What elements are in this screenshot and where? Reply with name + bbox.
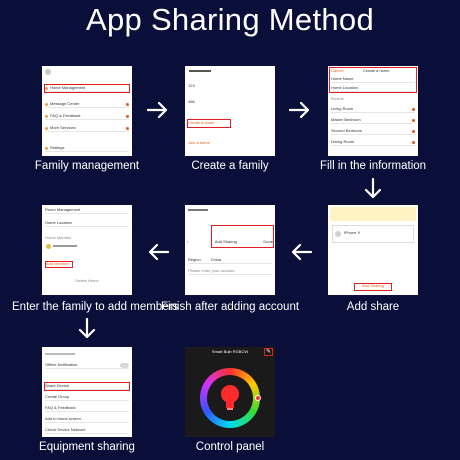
home-icon <box>45 86 48 90</box>
offline-notification-item[interactable]: Offline Notification <box>45 362 129 369</box>
check-icon <box>412 129 415 133</box>
toggle-switch[interactable] <box>120 362 129 368</box>
page-title: App Sharing Method <box>85 2 375 37</box>
caption-add-share: Add share <box>346 301 400 313</box>
menu-item-faq[interactable]: FAQ & Feedback <box>45 113 129 120</box>
highlight-box <box>211 225 274 248</box>
edit-icon[interactable]: ✎ <box>266 349 272 355</box>
check-icon <box>412 107 415 111</box>
caption-add-members: Enter the family to add members <box>12 301 179 313</box>
menu-item-more-services[interactable]: More Services <box>45 125 129 132</box>
menu-item-message-center[interactable]: Message Center <box>45 101 129 108</box>
add-home-screen-item[interactable]: Add to home screen <box>45 416 129 423</box>
add-member-button[interactable]: Add Member <box>46 261 69 266</box>
create-group-item[interactable]: Create Group <box>45 394 129 401</box>
room-management-item[interactable]: Room Management <box>45 207 129 214</box>
shared-device-card: iPhone X <box>332 225 414 243</box>
screenshot-add-members: Room Management Home Location Home Membe… <box>42 205 132 295</box>
faq-item[interactable]: FAQ & Feedback <box>45 405 129 412</box>
services-icon <box>45 126 48 130</box>
highlight-box <box>187 119 231 128</box>
message-icon <box>45 102 48 106</box>
home-location-field[interactable]: Home Location <box>331 85 415 92</box>
room-item[interactable]: Master Bedroom <box>331 117 415 124</box>
color-picker-handle[interactable] <box>255 395 261 401</box>
share-device-item[interactable]: Share Device <box>45 383 129 390</box>
caption-family-management: Family management <box>34 160 140 172</box>
highlight-box <box>44 84 130 93</box>
screenshot-family-management: Home Management Message Center FAQ & Fee… <box>42 66 132 156</box>
section-label <box>45 353 75 355</box>
avatar <box>45 69 51 75</box>
arrow-right-icon <box>289 101 311 119</box>
arrow-left-icon <box>290 243 312 261</box>
caption-equipment-sharing: Equipment sharing <box>39 441 135 453</box>
caption-fill-information: Fill in the information <box>319 160 427 172</box>
room-item[interactable]: Second Bedroom <box>331 128 415 135</box>
join-home-button[interactable]: Join a home <box>188 140 210 146</box>
header-text <box>189 70 211 72</box>
arrow-down-icon <box>364 178 382 200</box>
back-icon[interactable]: ‹ <box>187 238 189 244</box>
status-bar <box>188 209 208 211</box>
check-icon <box>412 118 415 122</box>
delete-home-button[interactable]: Delete Home <box>75 278 99 283</box>
check-network-item[interactable]: Check Device Network <box>45 427 129 434</box>
menu-item-settings[interactable]: Settings <box>45 145 129 152</box>
home-member-section: Home Member <box>45 235 72 241</box>
highlight-box <box>45 261 73 268</box>
home-item[interactable]: 123 <box>188 83 195 89</box>
menu-item-home-management[interactable]: Home Management <box>45 85 129 92</box>
form-header: Cancel Create a home <box>331 68 415 74</box>
home-name-field[interactable]: Home Name <box>331 76 415 83</box>
highlight-box <box>354 283 392 291</box>
caption-finish-account: Finish after adding account <box>160 301 300 313</box>
home-location-item[interactable]: Home Location <box>45 220 129 227</box>
screenshot-equipment-sharing: Offline Notification Share Device Create… <box>42 347 132 437</box>
highlight-box <box>264 348 273 356</box>
lightbulb-icon[interactable] <box>218 383 242 413</box>
form-title: Add Sharing <box>214 238 237 244</box>
arrow-right-icon <box>147 101 169 119</box>
screenshot-control-panel: Smart Bulb RGBCW ✎ <box>185 347 275 437</box>
highlight-box <box>44 382 130 391</box>
account-input[interactable]: Please enter your account <box>188 268 272 275</box>
screenshot-fill-information: Cancel Create a home Home Name Home Loca… <box>328 66 418 156</box>
check-icon <box>412 140 415 144</box>
room-item[interactable]: Living Room <box>331 106 415 113</box>
add-sharing-button[interactable]: Add Sharing <box>361 283 384 288</box>
home-item[interactable]: 456 <box>188 99 195 105</box>
form-title: Create a home <box>362 67 390 73</box>
room-item[interactable]: Dining Room <box>331 139 415 146</box>
notification-dot <box>126 102 129 106</box>
member-name <box>53 245 77 247</box>
info-banner <box>330 207 416 221</box>
done-button[interactable]: Done <box>263 238 273 244</box>
help-icon <box>45 114 48 118</box>
notification-dot <box>126 126 129 130</box>
form-header: ‹ Add Sharing Done <box>187 238 273 246</box>
arrow-left-icon <box>147 243 169 261</box>
screenshot-create-family: 123 456 Create a home Join a home <box>185 66 275 156</box>
screenshot-add-share: iPhone X Add Sharing <box>328 205 418 295</box>
create-home-button[interactable]: Create a home <box>188 120 215 126</box>
device-icon <box>335 231 341 237</box>
caption-create-family: Create a family <box>191 160 269 172</box>
device-name: iPhone X <box>344 230 361 235</box>
cancel-button[interactable]: Cancel <box>331 67 344 73</box>
notification-dot <box>126 114 129 118</box>
rooms-section-label: Rooms <box>331 96 344 102</box>
avatar <box>46 244 51 249</box>
gear-icon <box>45 146 48 150</box>
device-title: Smart Bulb RGBCW <box>211 349 249 354</box>
caption-control-panel: Control panel <box>195 441 265 453</box>
color-wheel[interactable] <box>200 368 261 428</box>
arrow-down-icon <box>78 318 96 340</box>
highlight-box <box>329 67 417 93</box>
